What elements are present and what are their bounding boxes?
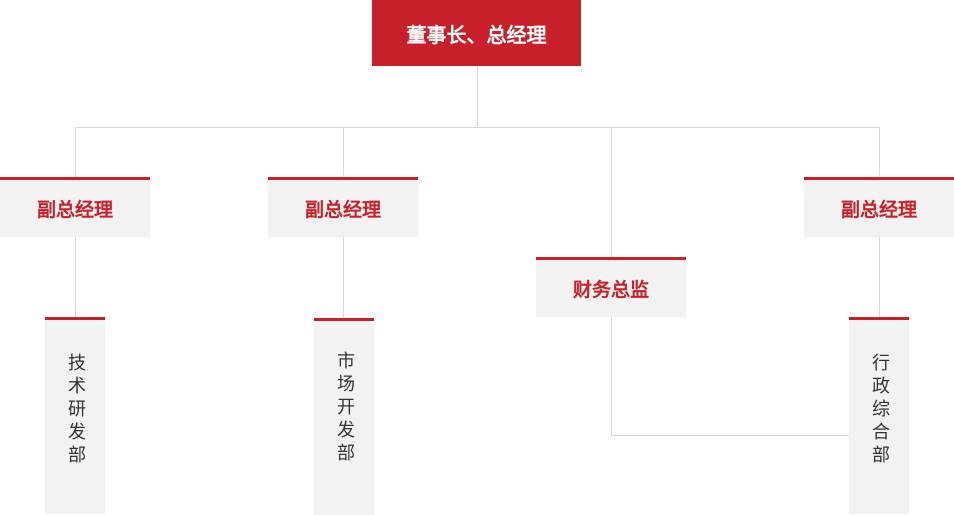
connector-finance-down: [611, 316, 612, 436]
node-dept-tech-rd: 技术研发部: [45, 317, 105, 514]
node-dept-tech-rd-label: 技术研发部: [65, 353, 86, 468]
node-dept-market-dev-label: 市场开发部: [334, 351, 355, 466]
connector-dept-2: [343, 237, 344, 318]
connector-top-stem: [477, 66, 478, 127]
node-cfo: 财务总监: [536, 257, 686, 317]
node-dept-market-dev: 市场开发部: [314, 318, 374, 515]
node-cfo-label: 财务总监: [572, 279, 649, 301]
node-deputy-gm-4-label: 副总经理: [840, 199, 917, 221]
connector-branch-3: [611, 127, 612, 258]
node-deputy-gm-1-label: 副总经理: [36, 199, 113, 221]
node-dept-admin-label: 行政综合部: [869, 353, 890, 468]
node-deputy-gm-4: 副总经理: [804, 177, 954, 237]
connector-horizontal-bus: [75, 127, 880, 128]
connector-dept-1: [75, 237, 76, 317]
node-chairman-gm-label: 董事长、总经理: [406, 22, 547, 47]
connector-dept-4: [879, 237, 880, 317]
connector-branch-4: [879, 127, 880, 178]
node-deputy-gm-2-label: 副总经理: [304, 199, 381, 221]
connector-branch-2: [343, 127, 344, 178]
node-deputy-gm-1: 副总经理: [0, 177, 150, 237]
node-chairman-gm: 董事长、总经理: [372, 0, 581, 66]
connector-finance-horizontal: [611, 435, 850, 436]
connector-branch-1: [75, 127, 76, 178]
node-dept-admin: 行政综合部: [849, 317, 909, 514]
node-deputy-gm-2: 副总经理: [268, 177, 418, 237]
